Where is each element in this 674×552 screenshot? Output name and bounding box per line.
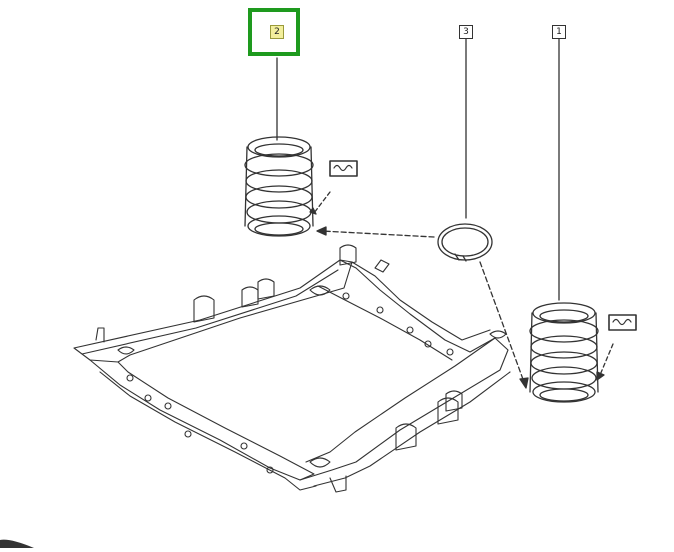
callout-1[interactable]: 1 [552, 25, 566, 39]
corner-mark [0, 539, 34, 548]
selected-callout-highlight [248, 8, 300, 56]
assembly-arrow-to-spring-1 [479, 261, 525, 383]
coil-spring-icon [529, 302, 599, 403]
callout-3[interactable]: 3 [459, 25, 473, 39]
arrow-head-icon [316, 226, 327, 236]
spring-seat-ring-icon [437, 223, 493, 262]
part-spring-1[interactable] [528, 300, 600, 404]
grease-symbol-icon [309, 160, 358, 215]
subframe-icon [73, 244, 511, 493]
part-ring-3[interactable] [436, 222, 494, 264]
grease-symbol-icon [596, 314, 637, 381]
callout-2[interactable]: 2 [270, 25, 284, 39]
arrow-head-icon [519, 377, 529, 389]
part-spring-2[interactable] [244, 134, 316, 238]
assembly-arrow-to-spring-2 [321, 230, 435, 238]
